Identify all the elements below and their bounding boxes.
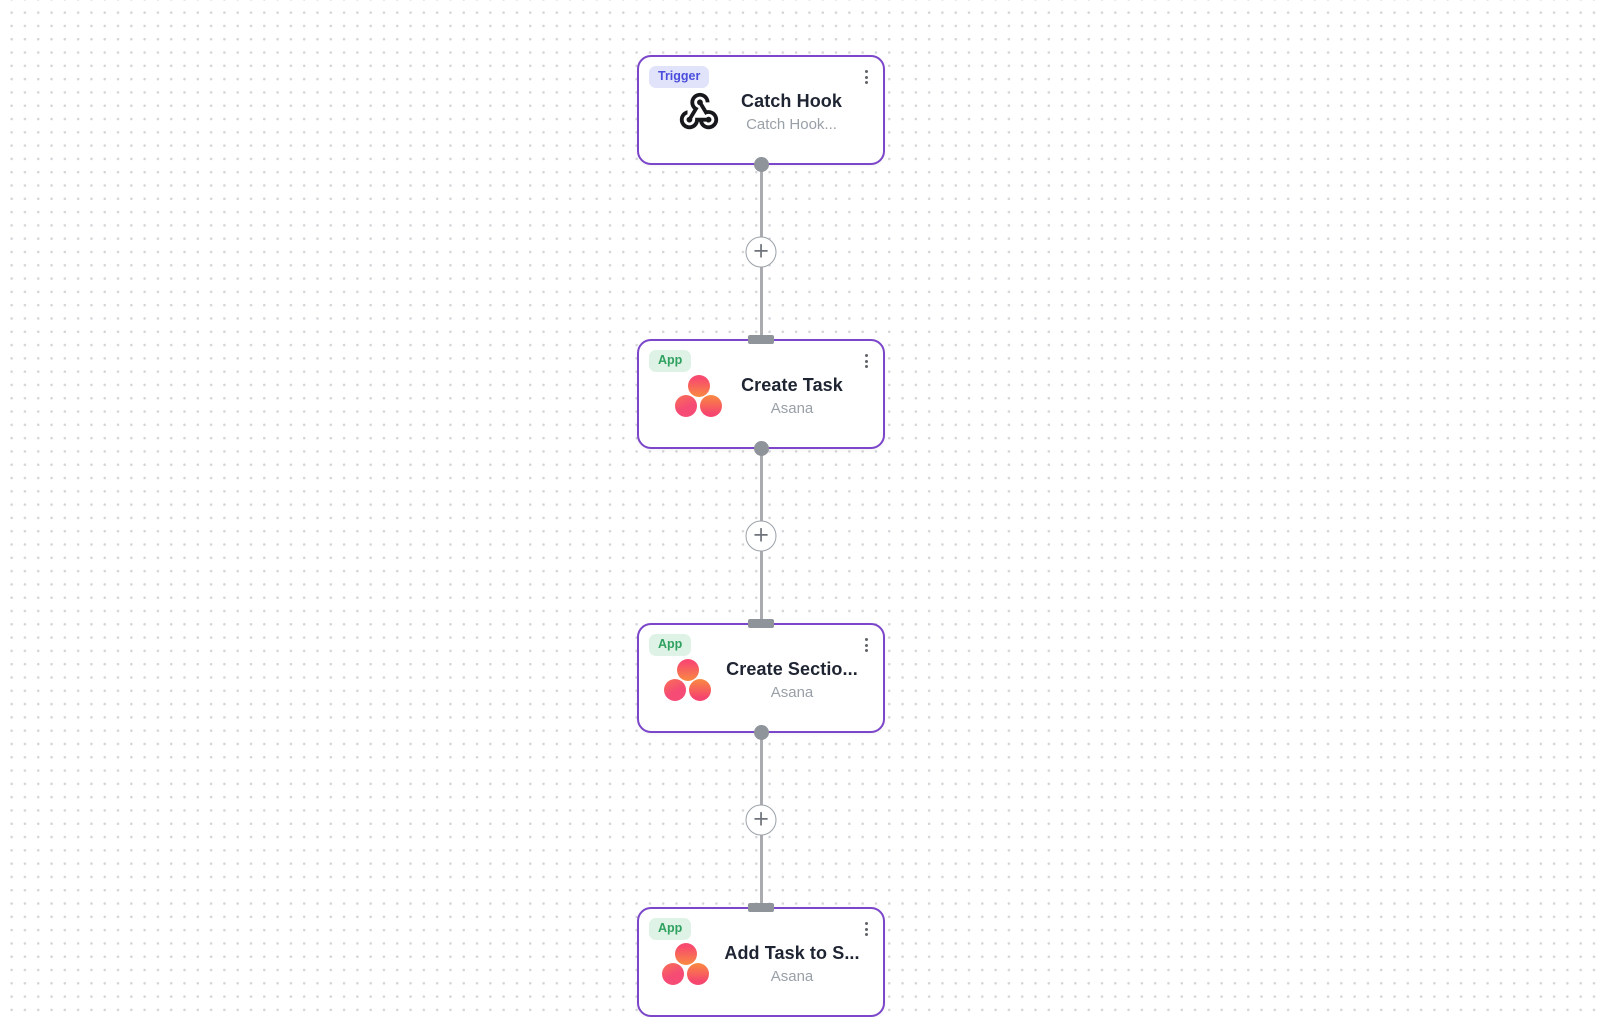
step-title: Add Task to S...: [724, 943, 860, 963]
add-step-button[interactable]: +: [745, 236, 777, 268]
step-subtitle: Catch Hook...: [746, 116, 837, 133]
step-content-row: Create Task Asana: [639, 367, 883, 425]
step-content-row: Catch Hook Catch Hook...: [639, 83, 883, 141]
step-content-row: Add Task to S... Asana: [639, 935, 883, 993]
step-title: Create Task: [741, 375, 843, 395]
output-handle: [753, 725, 769, 740]
connector: +: [637, 449, 885, 623]
step-node-create-task[interactable]: App Create Task Asana: [637, 335, 885, 456]
step-subtitle: Asana: [770, 968, 814, 985]
step-menu-button[interactable]: [863, 636, 870, 654]
connector: +: [637, 165, 885, 339]
app-badge: App: [649, 918, 692, 940]
connector: +: [637, 733, 885, 907]
step-node-add-task-to-section[interactable]: App Add Task to S... Asana: [637, 903, 885, 1017]
add-step-button[interactable]: +: [745, 804, 777, 836]
step-menu-button[interactable]: [863, 68, 870, 86]
asana-icon: [675, 374, 722, 418]
step-content-row: Create Sectio... Asana: [639, 651, 883, 709]
output-handle: [753, 157, 769, 172]
input-handle: [748, 903, 774, 912]
step-subtitle: Asana: [770, 400, 814, 417]
trigger-badge: Trigger: [649, 66, 710, 88]
step-node-catch-hook[interactable]: Trigger Catch Hook Catch Hook...: [637, 55, 885, 172]
input-handle: [748, 619, 774, 628]
asana-icon: [662, 942, 710, 986]
app-badge: App: [649, 634, 692, 656]
step-menu-button[interactable]: [863, 920, 870, 938]
input-handle: [748, 335, 774, 344]
app-badge: App: [649, 350, 692, 372]
workflow-column: Trigger Catch Hook Catch Hook... + App: [637, 55, 885, 1017]
step-title: Create Sectio...: [726, 659, 858, 679]
output-handle: [753, 441, 769, 456]
step-node-create-section[interactable]: App Create Sectio... Asana: [637, 619, 885, 740]
step-title: Catch Hook: [740, 91, 842, 111]
step-menu-button[interactable]: [863, 352, 870, 370]
asana-icon: [664, 658, 712, 702]
add-step-button[interactable]: +: [745, 520, 777, 552]
step-subtitle: Asana: [770, 684, 814, 701]
webhook-icon: [676, 89, 722, 135]
